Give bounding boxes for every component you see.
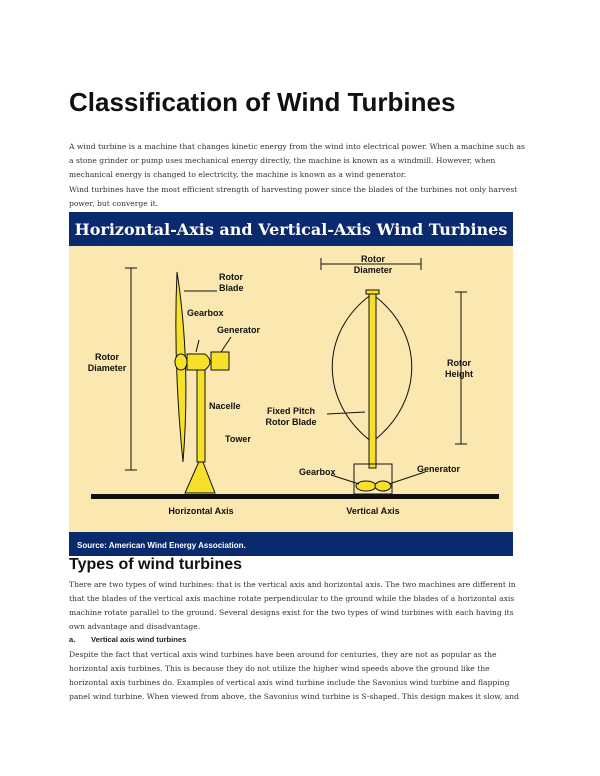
label-gearbox-right: Gearbox xyxy=(299,467,336,477)
figure-svg: Horizontal-Axis and Vertical-Axis Wind T… xyxy=(69,212,513,556)
figure-source-bar xyxy=(69,532,513,556)
figure-banner xyxy=(69,212,513,246)
label-tower: Tower xyxy=(225,434,251,444)
page-title: Classification of Wind Turbines xyxy=(69,87,456,117)
label-horizontal-axis: Horizontal Axis xyxy=(168,506,233,516)
vertical-axis-turbine xyxy=(320,258,467,495)
types-paragraph: There are two types of wind turbines: th… xyxy=(69,580,516,632)
label-rotor-blade-2: Blade xyxy=(219,283,244,293)
label-rotor-blade-1: Rotor xyxy=(219,272,243,282)
figure-source: Source: American Wind Energy Association… xyxy=(77,541,246,550)
label-vertical-axis: Vertical Axis xyxy=(346,506,399,516)
label-generator-right: Generator xyxy=(417,464,461,474)
label-rotor-diameter-left-2: Diameter xyxy=(88,363,127,373)
intro-paragraph-2: Wind turbines have the most efficient st… xyxy=(69,185,518,209)
vertical-axis-paragraph: Despite the fact that vertical axis wind… xyxy=(69,650,519,702)
figure-title: Horizontal-Axis and Vertical-Axis Wind T… xyxy=(75,220,508,239)
intro-paragraph: A wind turbine is a machine that changes… xyxy=(69,142,525,180)
label-generator-left: Generator xyxy=(217,325,261,335)
list-marker: a. xyxy=(69,635,76,644)
wind-turbine-figure: Horizontal-Axis and Vertical-Axis Wind T… xyxy=(69,212,513,556)
label-gearbox-left: Gearbox xyxy=(187,308,224,318)
vertical-axis-heading: Vertical axis wind turbines xyxy=(91,635,187,644)
label-rotor-diameter-left-1: Rotor xyxy=(95,352,119,362)
ground-line xyxy=(91,494,499,499)
label-rotor-diameter-right-2: Diameter xyxy=(354,265,393,275)
label-fixed-pitch-1: Fixed Pitch xyxy=(267,406,315,416)
label-nacelle: Nacelle xyxy=(209,401,241,411)
vertical-axis-subheading: a. Vertical axis wind turbines xyxy=(69,635,186,644)
figure-background xyxy=(69,212,513,556)
types-heading: Types of wind turbines xyxy=(69,556,243,573)
label-fixed-pitch-2: Rotor Blade xyxy=(265,417,316,427)
label-rotor-height-2: Height xyxy=(445,369,473,379)
label-rotor-height-1: Rotor xyxy=(447,358,471,368)
horizontal-axis-turbine xyxy=(125,267,232,494)
label-rotor-diameter-right-1: Rotor xyxy=(361,254,385,264)
